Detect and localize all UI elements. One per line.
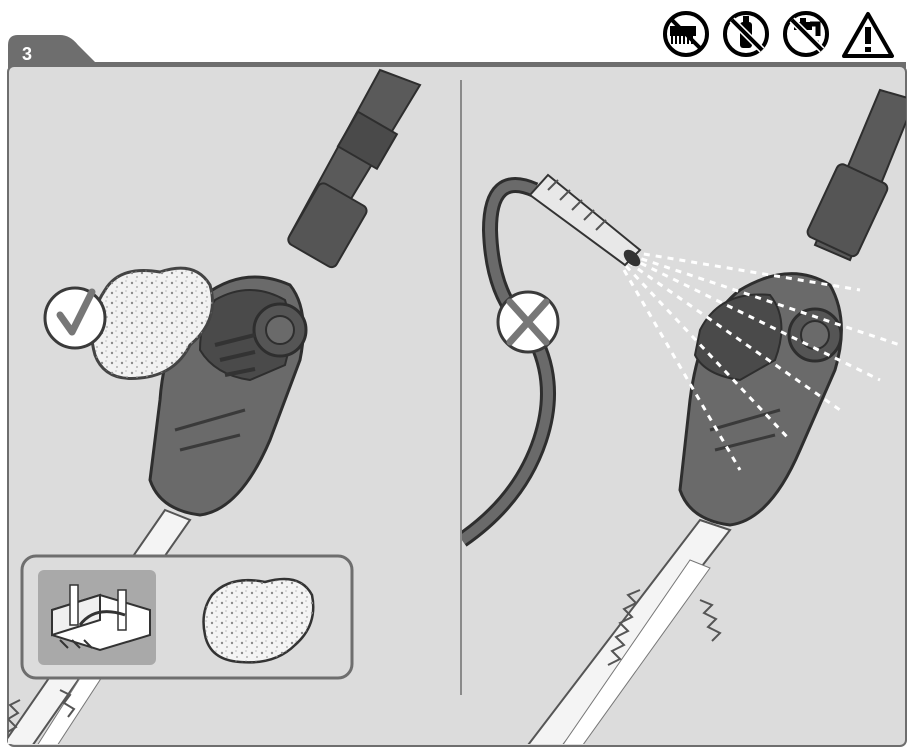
no-solvent-bottle-icon	[725, 13, 767, 55]
warning-icon	[844, 14, 892, 56]
inset-box	[22, 556, 352, 678]
no-brush-icon	[665, 13, 707, 55]
step-number: 3	[22, 44, 32, 65]
no-water-tap-icon	[785, 13, 827, 55]
cross-icon	[498, 292, 558, 352]
check-icon	[45, 288, 105, 348]
